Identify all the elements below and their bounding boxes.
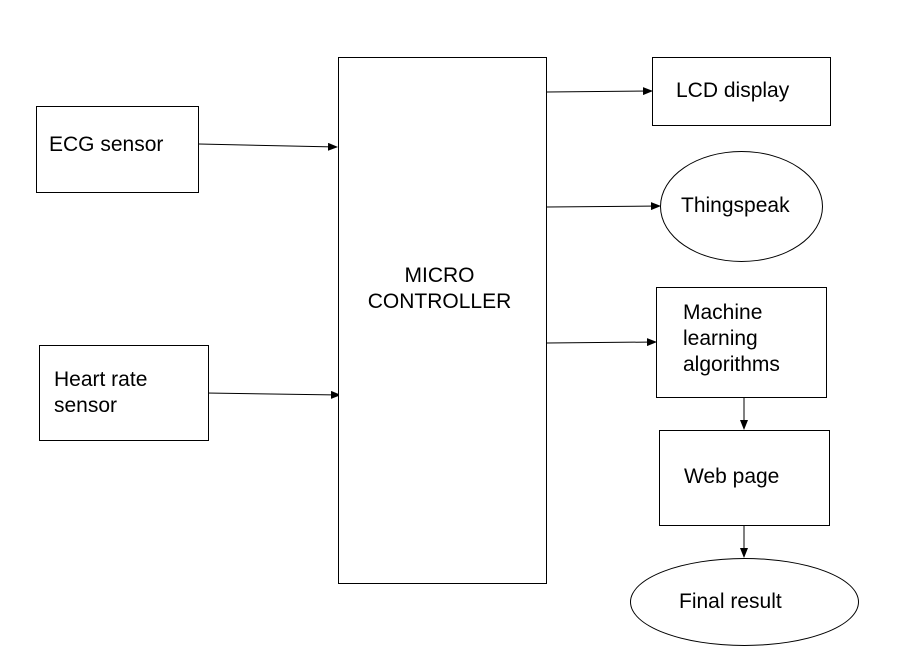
arrow-heart-rate-to-controller [205, 390, 341, 399]
node-ml-label-line2: learning [683, 327, 758, 350]
arrow-controller-to-lcd [546, 87, 653, 96]
node-ecg-sensor: ECG sensor [36, 106, 199, 193]
node-heart-rate-sensor: Heart rate sensor [39, 345, 209, 441]
node-micro-controller-label-line2: CONTROLLER [367, 290, 512, 313]
node-lcd-display-label: LCD display [676, 79, 790, 102]
node-final-result: Final result [630, 558, 859, 646]
node-heart-rate-label-line1: Heart rate [54, 368, 148, 391]
node-web-page: Web page [659, 430, 830, 526]
node-final-result-label: Final result [679, 590, 782, 613]
node-ml-label-line3: algorithms [683, 353, 780, 376]
node-lcd-display: LCD display [652, 57, 831, 126]
node-ml-label-line1: Machine [683, 301, 763, 324]
arrow-controller-to-thingspeak [546, 202, 661, 211]
node-ecg-sensor-label: ECG sensor [49, 133, 164, 156]
node-micro-controller: MICRO CONTROLLER [338, 57, 547, 584]
node-machine-learning: Machine learning algorithms [656, 287, 827, 398]
node-micro-controller-label-line1: MICRO [404, 264, 475, 287]
node-thingspeak-label: Thingspeak [681, 194, 790, 217]
arrow-controller-to-ml [546, 338, 657, 347]
node-thingspeak: Thingspeak [660, 151, 823, 262]
node-web-page-label: Web page [684, 465, 780, 488]
node-heart-rate-label-line2: sensor [54, 394, 118, 417]
arrow-ecg-to-controller [198, 142, 338, 151]
